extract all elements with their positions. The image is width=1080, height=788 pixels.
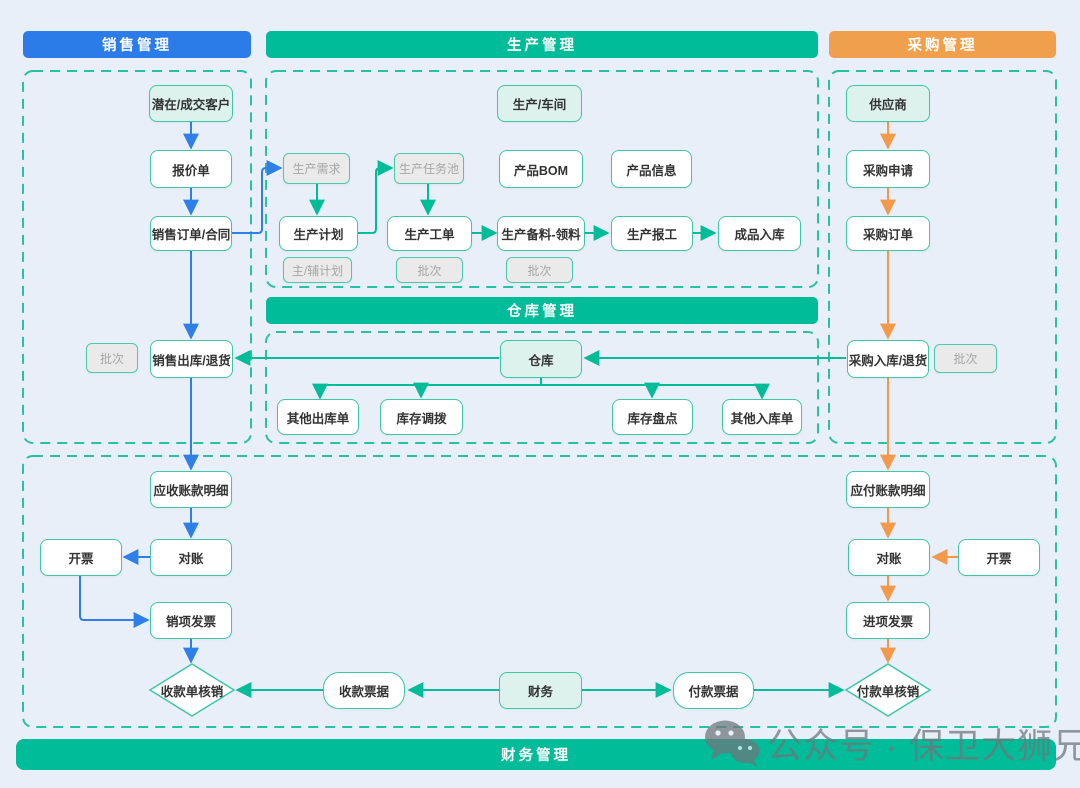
decision-diamonds (148, 663, 932, 717)
node-quotation: 报价单 (150, 150, 232, 188)
node-purchase-order: 采购订单 (846, 216, 930, 251)
node-sales-outbound: 销售出库/退货 (150, 340, 233, 378)
node-purchase-request: 采购申请 (846, 150, 930, 188)
node-stock-transfer: 库存调拨 (380, 399, 463, 435)
header-production: 生产管理 (266, 31, 818, 58)
node-production-plan: 生产计划 (279, 216, 358, 251)
node-work-order: 生产工单 (387, 216, 472, 251)
node-batch-material: 批次 (506, 257, 573, 283)
sales-region-border (22, 70, 252, 444)
node-task-pool: 生产任务池 (394, 153, 464, 184)
node-stock-count: 库存盘点 (612, 399, 693, 435)
node-receipt-note: 收款票据 (323, 672, 405, 709)
node-potential-customer: 潜在/成交客户 (149, 85, 233, 122)
node-purchase-inbound: 采购入库/退货 (847, 340, 929, 378)
node-payment-writeoff-diamond: 付款单核销 (856, 684, 920, 699)
node-other-outbound: 其他出库单 (277, 399, 359, 435)
node-sales-order: 销售订单/合同 (150, 216, 232, 251)
finance-region-border (22, 455, 1057, 728)
node-reconciliation-sales: 对账 (150, 539, 232, 576)
watermark-text: 公众号 · 保卫大狮兄 (767, 727, 1080, 766)
region-borders (22, 70, 1057, 728)
purchase-flow-arrows (880, 122, 958, 664)
node-batch-sales-outbound: 批次 (86, 343, 138, 373)
node-payment-note: 付款票据 (673, 672, 754, 709)
sales-flow-arrows (79, 122, 283, 664)
node-input-invoice: 进项发票 (846, 602, 930, 639)
purchase-region-border (828, 70, 1057, 444)
node-other-inbound: 其他入库单 (722, 399, 802, 435)
node-batch-purchase-inbound: 批次 (934, 344, 997, 373)
header-sales: 销售管理 (23, 31, 251, 58)
footer-finance: 财务管理 (16, 739, 1056, 770)
node-work-report: 生产报工 (611, 216, 693, 251)
node-sales-invoice: 销项发票 (150, 602, 232, 639)
production-region-border (265, 70, 819, 288)
node-reconciliation-purchase: 对账 (848, 539, 930, 576)
node-finished-inbound: 成品入库 (718, 216, 801, 251)
node-invoicing-sales: 开票 (40, 539, 122, 576)
node-warehouse: 仓库 (500, 340, 582, 378)
node-batch-work-order: 批次 (396, 257, 463, 283)
node-product-bom: 产品BOM (499, 150, 583, 188)
payment-writeoff-diamond-shape (844, 663, 932, 717)
header-warehouse: 仓库管理 (266, 297, 818, 324)
warehouse-region-border (265, 331, 819, 444)
header-purchase: 采购管理 (829, 31, 1056, 58)
node-production-demand: 生产需求 (283, 153, 350, 184)
node-supplier: 供应商 (846, 85, 930, 122)
node-receipt-writeoff-diamond: 收款单核销 (160, 684, 224, 699)
node-payable-detail: 应付账款明细 (846, 471, 930, 508)
production-warehouse-flow-arrows (234, 160, 846, 698)
node-finance: 财务 (499, 672, 582, 709)
node-material-prep: 生产备料-领料 (497, 216, 585, 251)
watermark: 公众号 · 保卫大狮兄 (704, 718, 1080, 769)
node-product-info: 产品信息 (611, 150, 692, 188)
node-workshop: 生产/车间 (497, 85, 582, 122)
receipt-writeoff-diamond-shape (148, 663, 236, 717)
node-invoicing-purchase: 开票 (958, 539, 1040, 576)
node-receivable-detail: 应收账款明细 (150, 471, 232, 508)
wechat-icon (705, 720, 760, 767)
node-main-aux-plan: 主/辅计划 (283, 257, 352, 283)
